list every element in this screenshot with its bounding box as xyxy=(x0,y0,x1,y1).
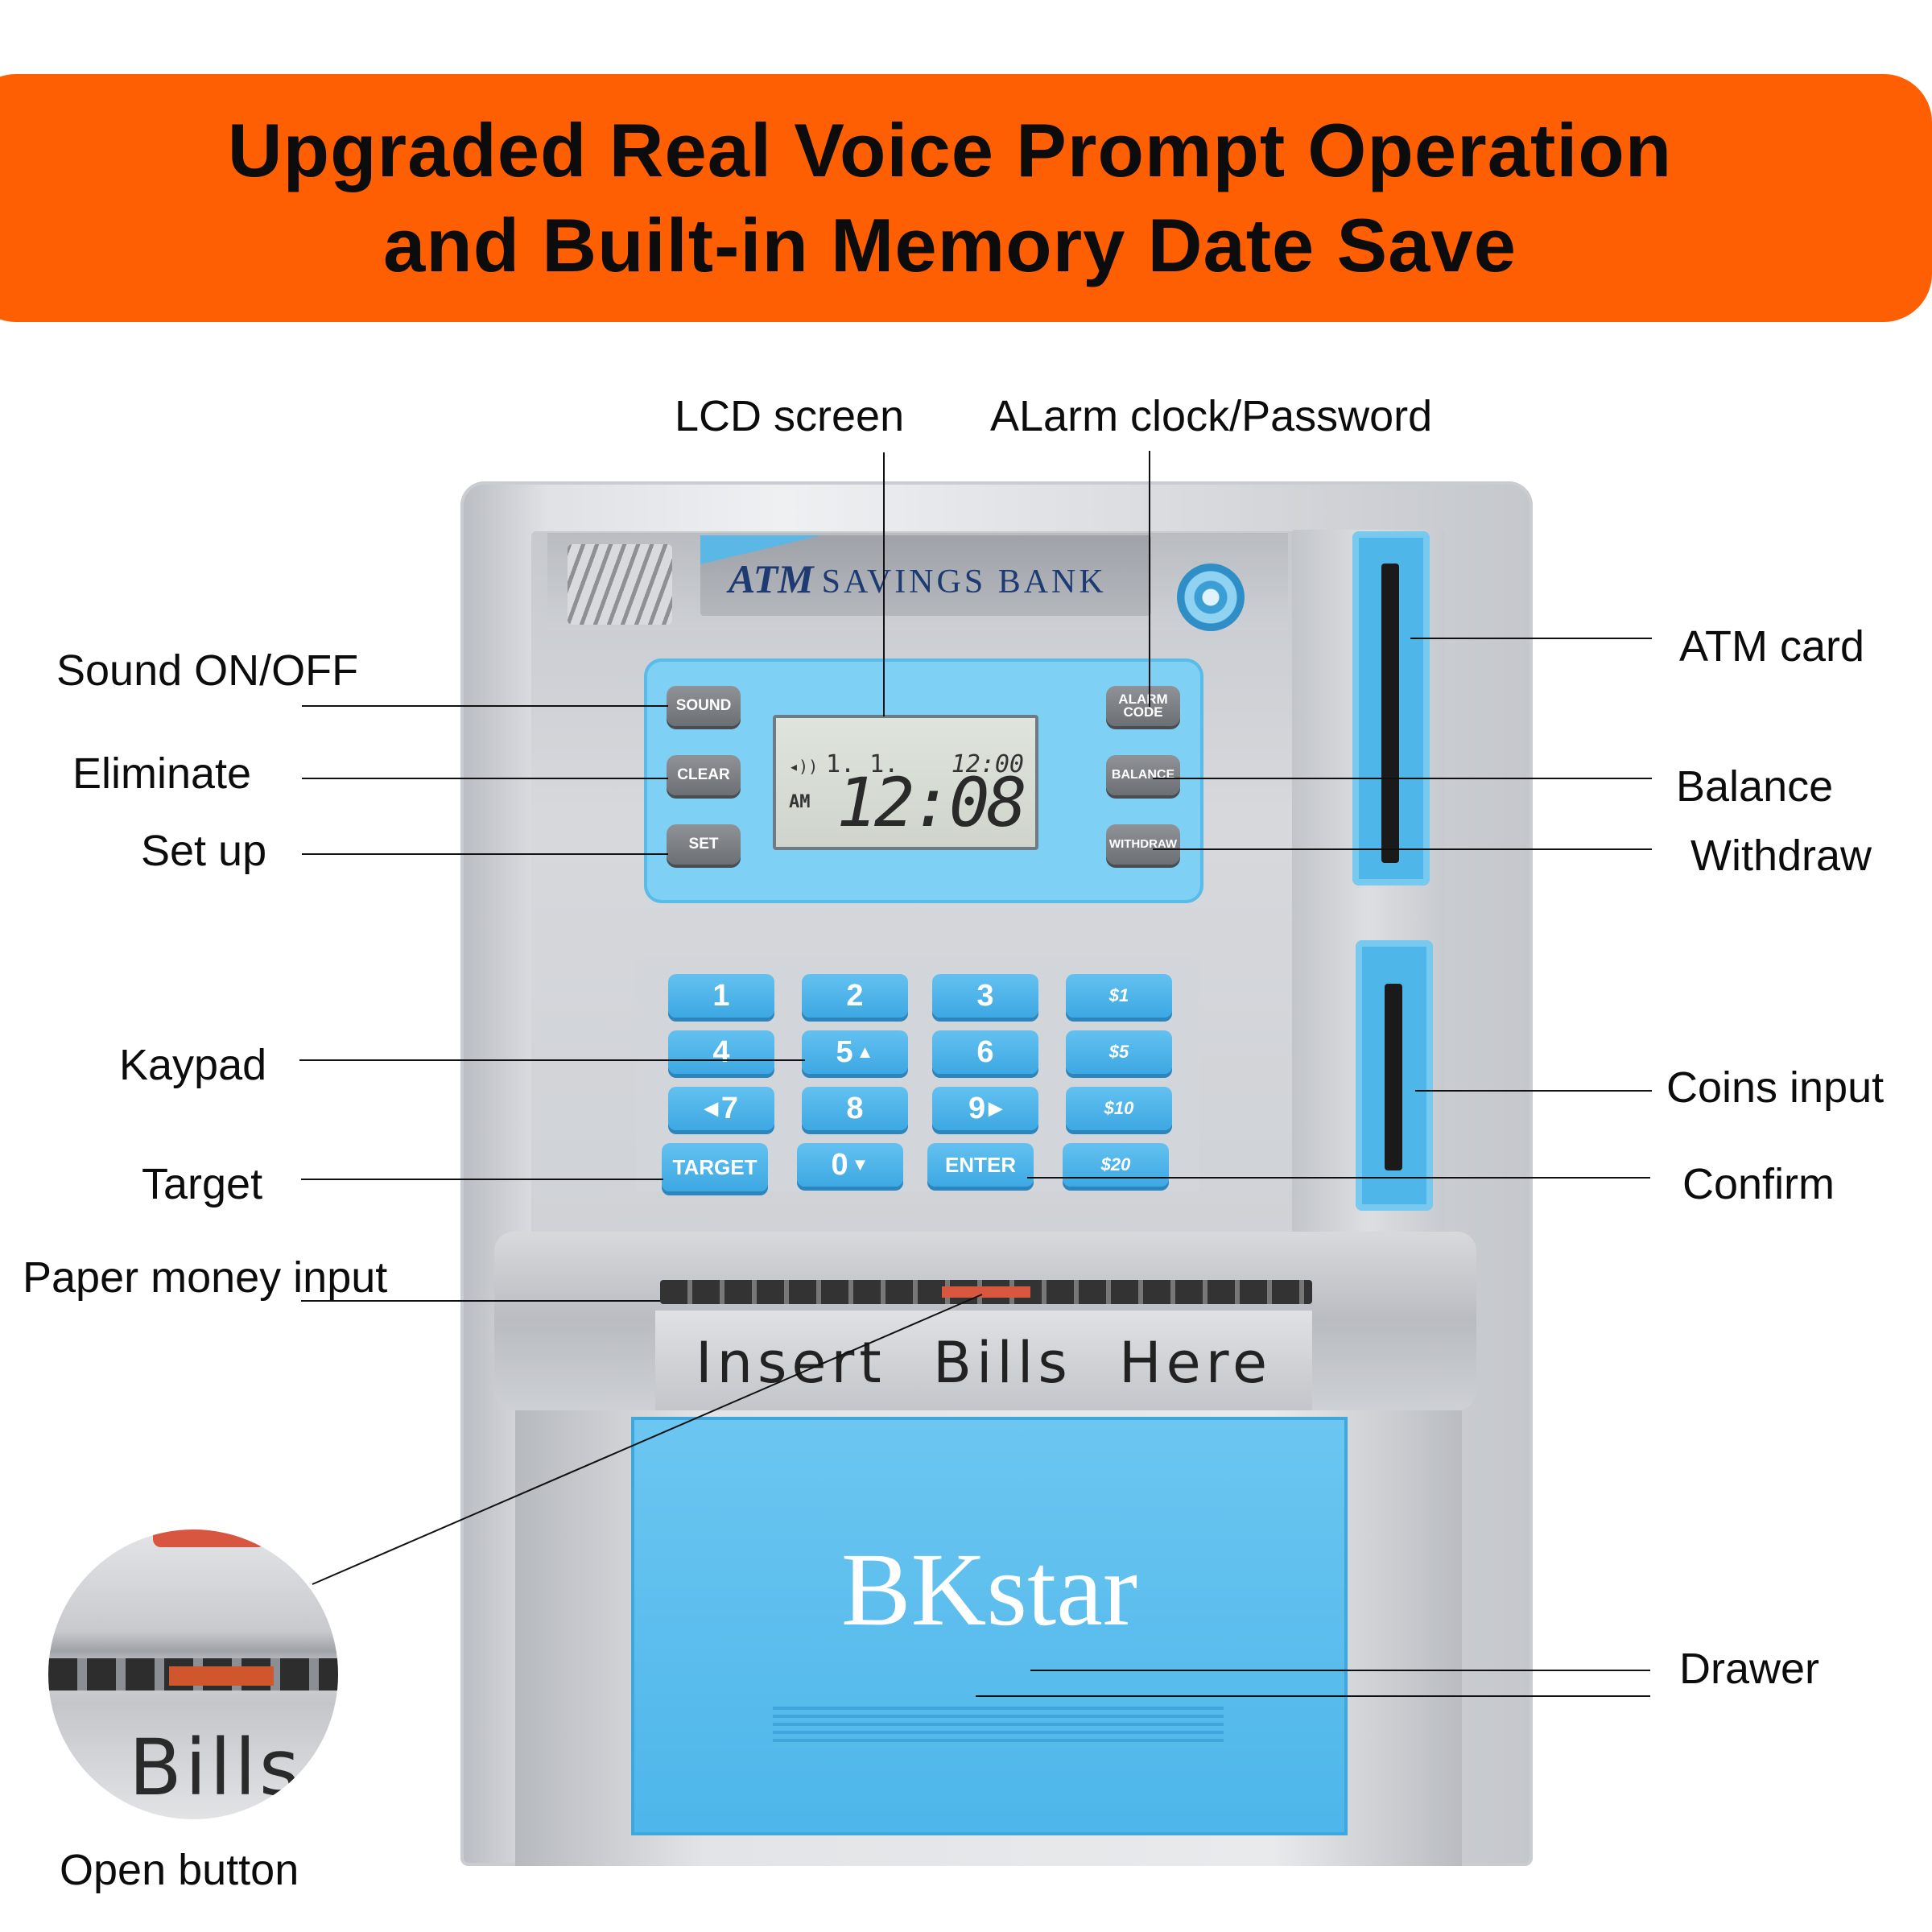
label-coins-input: Coins input xyxy=(1666,1063,1885,1112)
open-button-indicator[interactable] xyxy=(942,1286,1030,1298)
headline-banner: Upgraded Real Voice Prompt Operation and… xyxy=(0,74,1932,322)
lcd-date: 1. 1. xyxy=(826,750,899,778)
lcd-alarm-time: 12:00 xyxy=(951,750,1024,778)
key-5-up[interactable]: 5▲ xyxy=(802,1030,908,1074)
leader-drawer-2 xyxy=(976,1695,1650,1697)
label-set-up: Set up xyxy=(141,827,267,875)
lcd-screen: ◂)) 1. 1. 12:00 AM 12:08 xyxy=(773,715,1038,850)
drawer-brand-logo: BKstar xyxy=(840,1532,1138,1648)
key-8[interactable]: 8 xyxy=(802,1087,908,1130)
brand-atm-logo: ATM xyxy=(729,556,814,601)
open-button-zoom: Bills xyxy=(48,1530,338,1819)
enter-button[interactable]: ENTER xyxy=(927,1143,1034,1187)
leader-balance xyxy=(1153,778,1652,779)
key-4[interactable]: 4 xyxy=(668,1030,774,1074)
key-0-label: 0 xyxy=(831,1147,848,1182)
label-atm-card: ATM card xyxy=(1679,622,1865,671)
lcd-time: 12:08 xyxy=(836,763,1027,842)
balance-button[interactable]: BALANCE xyxy=(1106,755,1180,795)
zoom-red-cap xyxy=(153,1530,266,1547)
drawer-grill xyxy=(773,1707,1224,1744)
key-5-label: 5 xyxy=(836,1034,853,1069)
up-arrow-icon: ▲ xyxy=(856,1042,874,1062)
label-paper-money: Paper money input xyxy=(23,1253,388,1302)
key-money-10[interactable]: $10 xyxy=(1066,1087,1172,1130)
leader-keypad xyxy=(299,1059,805,1061)
label-confirm: Confirm xyxy=(1682,1160,1835,1208)
target-button[interactable]: TARGET xyxy=(662,1143,768,1191)
leader-paper-money xyxy=(301,1300,660,1302)
key-0-down[interactable]: 0▼ xyxy=(797,1143,903,1187)
label-withdraw: Withdraw xyxy=(1690,832,1872,880)
zoom-text: Bills xyxy=(129,1723,303,1813)
headline-line-2: and Built-in Memory Date Save xyxy=(383,203,1517,287)
label-keypad: Kaypad xyxy=(119,1041,267,1089)
key-3[interactable]: 3 xyxy=(932,974,1038,1018)
leader-alarm xyxy=(1149,451,1150,707)
set-button[interactable]: SET xyxy=(667,824,741,865)
headline-line-1: Upgraded Real Voice Prompt Operation xyxy=(227,108,1673,192)
key-2[interactable]: 2 xyxy=(802,974,908,1018)
down-arrow-icon: ▼ xyxy=(851,1154,869,1174)
brand-accent-shape xyxy=(700,535,821,564)
leader-setup xyxy=(302,853,668,855)
label-target: Target xyxy=(142,1160,263,1208)
lcd-am: AM xyxy=(789,792,811,812)
label-open-button: Open button xyxy=(60,1846,299,1894)
key-7-label: 7 xyxy=(720,1091,739,1125)
lock-icon xyxy=(1177,564,1245,631)
leader-drawer-1 xyxy=(1030,1670,1650,1671)
sound-button[interactable]: SOUND xyxy=(667,686,741,726)
key-7-left[interactable]: ◀7 xyxy=(668,1087,774,1130)
key-1[interactable]: 1 xyxy=(668,974,774,1018)
key-money-20[interactable]: $20 xyxy=(1063,1143,1169,1187)
alarm-code-button[interactable]: ALARM CODE xyxy=(1106,686,1180,726)
label-balance: Balance xyxy=(1676,762,1834,811)
clear-button[interactable]: CLEAR xyxy=(667,755,741,795)
label-sound: Sound ON/OFF xyxy=(56,646,359,695)
label-lcd-screen: LCD screen xyxy=(675,392,905,440)
withdraw-button[interactable]: WITHDRAW xyxy=(1106,824,1180,865)
left-arrow-icon: ◀ xyxy=(704,1098,718,1118)
zoom-open-button xyxy=(169,1666,274,1686)
card-slit xyxy=(1381,564,1399,863)
leader-target xyxy=(301,1179,663,1180)
key-9-right[interactable]: 9▶ xyxy=(932,1087,1038,1130)
label-alarm: ALarm clock/Password xyxy=(990,392,1433,440)
leader-lcd xyxy=(883,452,885,716)
lcd-speaker-icon: ◂)) xyxy=(789,757,819,776)
leader-sound xyxy=(302,705,668,707)
key-money-5[interactable]: $5 xyxy=(1066,1030,1172,1074)
coin-slit xyxy=(1385,984,1402,1170)
leader-eliminate xyxy=(302,778,668,779)
leader-open-button xyxy=(312,1294,983,1585)
bill-plate: Insert Bills Here xyxy=(655,1311,1312,1415)
right-arrow-icon: ▶ xyxy=(989,1098,1003,1118)
bill-plate-text: Insert Bills Here xyxy=(695,1330,1273,1396)
key-9-label: 9 xyxy=(968,1091,986,1125)
label-drawer: Drawer xyxy=(1679,1645,1820,1693)
brand-name: SAVINGS BANK xyxy=(821,564,1107,601)
key-money-1[interactable]: $1 xyxy=(1066,974,1172,1018)
leader-coins xyxy=(1415,1090,1652,1092)
leader-withdraw xyxy=(1153,848,1652,850)
leader-confirm xyxy=(1027,1177,1650,1179)
speaker-grille-icon xyxy=(568,544,672,625)
key-6[interactable]: 6 xyxy=(932,1030,1038,1074)
drawer[interactable] xyxy=(631,1417,1348,1835)
label-eliminate: Eliminate xyxy=(72,749,252,798)
leader-atm-card xyxy=(1410,638,1652,639)
